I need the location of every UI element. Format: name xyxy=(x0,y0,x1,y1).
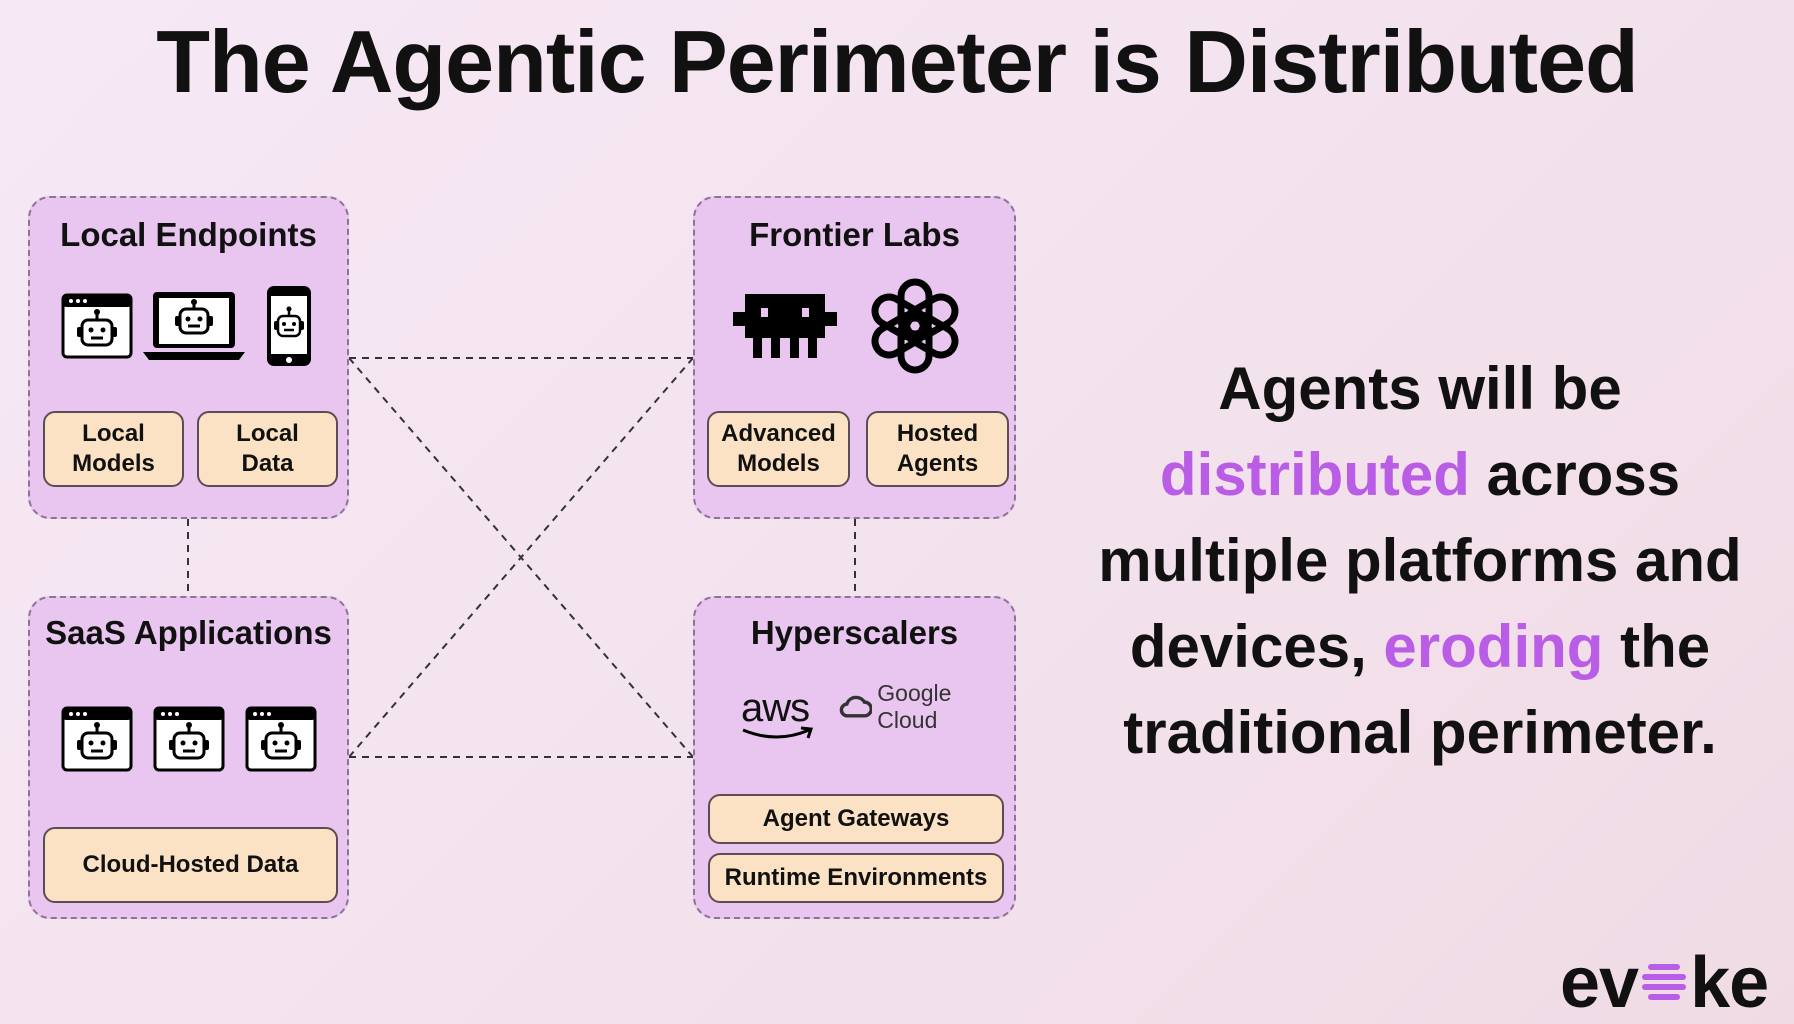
chip-cloud-hosted-data: Cloud-Hosted Data xyxy=(43,827,338,903)
page-title: The Agentic Perimeter is Distributed xyxy=(156,12,1639,111)
browser-agent-icon xyxy=(61,293,133,359)
chip-local-data: Local Data xyxy=(197,411,338,487)
chip-hosted-agents: Hosted Agents xyxy=(866,411,1009,487)
connector-saas-frontier xyxy=(348,357,694,758)
hyperscalers-box: Hyperscalers aws Google Cloud Agent Gate… xyxy=(693,596,1016,919)
laptop-agent-icon xyxy=(143,290,245,362)
local-endpoints-box: Local Endpoints xyxy=(28,196,349,519)
evoke-logo: ev ke xyxy=(1560,946,1790,1020)
anthropic-icon xyxy=(733,294,837,360)
browser-agent-icon xyxy=(153,706,225,772)
chip-label: Cloud-Hosted Data xyxy=(82,851,299,878)
statement-part-2: across multiple platforms and devices, xyxy=(1098,441,1742,680)
chip-label: Runtime Environments xyxy=(724,864,988,891)
aws-logo-text: aws xyxy=(741,686,810,730)
box-title: Hyperscalers xyxy=(750,614,959,651)
box-title: SaaS Applications xyxy=(45,614,332,651)
google-cloud-logo-text: Google Cloud xyxy=(877,680,952,733)
statement-part-1: Agents will be xyxy=(1218,355,1622,422)
chip-local-models: Local Models xyxy=(43,411,184,487)
saas-applications-box: SaaS Applications xyxy=(28,596,349,919)
phone-agent-icon xyxy=(265,284,313,368)
statement-highlight-distributed: distributed xyxy=(1159,441,1470,508)
logo-text-left: ev xyxy=(1560,943,1639,1023)
logo-text-right: ke xyxy=(1690,943,1769,1023)
box-title: Frontier Labs xyxy=(749,216,960,253)
logo-o-mark-icon xyxy=(1642,964,1687,1000)
chip-label: Advanced Models xyxy=(721,420,836,477)
chip-label: Agent Gateways xyxy=(762,805,950,832)
statement-highlight-eroding: eroding xyxy=(1383,613,1604,680)
openai-icon xyxy=(863,274,967,378)
chip-label: Local Models xyxy=(72,420,155,477)
cloud-icon xyxy=(839,695,873,718)
chip-agent-gateways: Agent Gateways xyxy=(708,794,1004,844)
chip-runtime-environments: Runtime Environments xyxy=(708,853,1004,903)
browser-agent-icon xyxy=(245,706,317,772)
statement-part-3: the traditional perimeter. xyxy=(1123,613,1717,766)
chip-advanced-models: Advanced Models xyxy=(707,411,850,487)
chip-label: Local Data xyxy=(236,420,299,477)
statement-text: Agents will be distributed across multipl… xyxy=(1080,346,1760,776)
google-cloud-logo: Google Cloud xyxy=(839,680,1015,733)
browser-agent-icon xyxy=(61,706,133,772)
box-title: Local Endpoints xyxy=(60,216,317,253)
frontier-labs-box: Frontier Labs Advanced Models xyxy=(693,196,1016,519)
chip-label: Hosted Agents xyxy=(896,420,979,477)
aws-logo: aws xyxy=(741,688,817,746)
